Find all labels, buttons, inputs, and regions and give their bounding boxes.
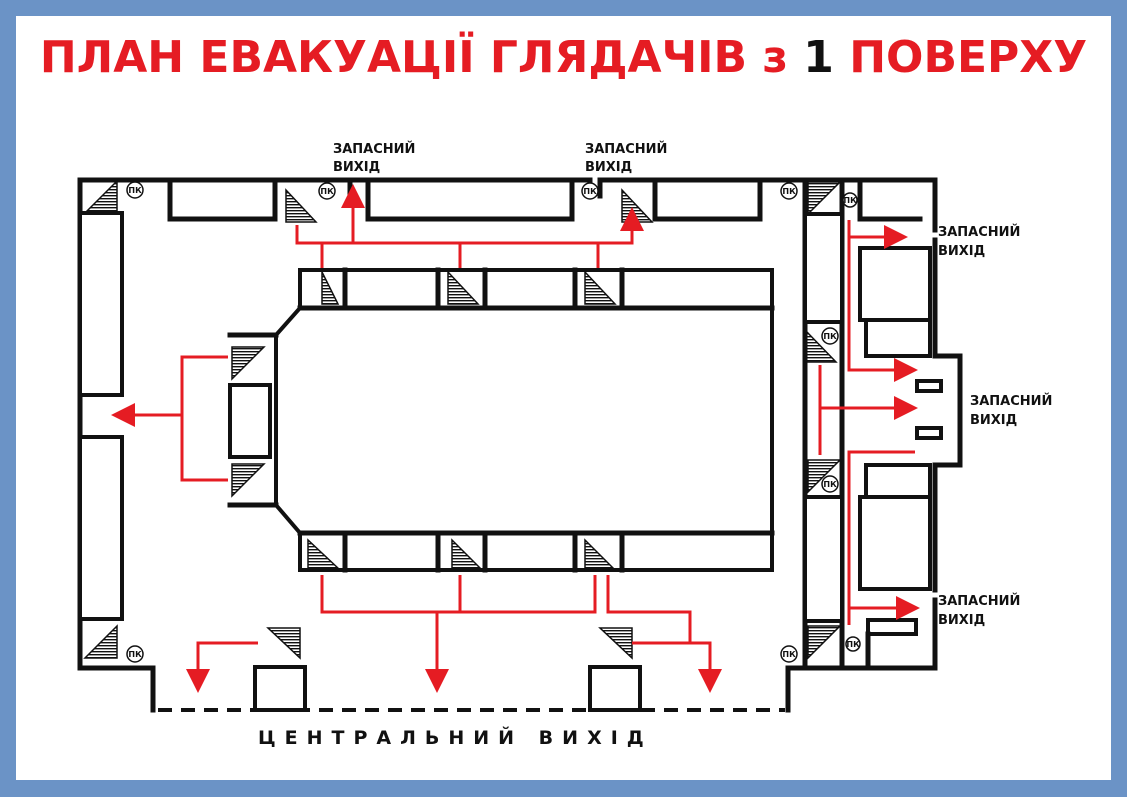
svg-text:ПК: ПК xyxy=(128,186,142,195)
svg-text:ПК: ПК xyxy=(583,187,597,196)
stair xyxy=(807,181,842,216)
exit-label-right-bottom: ЗАПАСНИЙ ВИХІД xyxy=(938,593,1020,628)
stair xyxy=(598,627,633,660)
svg-text:ЗАПАСНИЙ: ЗАПАСНИЙ xyxy=(970,393,1052,409)
stair xyxy=(231,346,266,381)
svg-text:ПК: ПК xyxy=(320,187,334,196)
bottom-left-kiosk xyxy=(253,665,307,712)
svg-text:ПК: ПК xyxy=(823,332,837,341)
hydrant-marker: ПК xyxy=(821,327,839,345)
exit-label-top-left: ЗАПАСНИЙ ВИХІД xyxy=(333,141,415,175)
stair xyxy=(307,538,342,571)
floor-number: 1 xyxy=(803,32,834,83)
svg-text:ЗАПАСНИЙ: ЗАПАСНИЙ xyxy=(938,224,1020,240)
stair xyxy=(804,328,838,363)
stair xyxy=(447,270,480,305)
svg-text:ЗАПАСНИЙ: ЗАПАСНИЙ xyxy=(585,141,667,157)
exit-door-block-top xyxy=(915,379,943,393)
hydrant-marker: ПК xyxy=(842,192,858,208)
stair xyxy=(584,270,617,305)
hydrant-marker: ПК xyxy=(780,645,798,663)
hydrant-marker: ПК xyxy=(126,181,144,199)
fire-hydrant-markers: ПК ПК ПК ПК ПК ПК ПК ПК ПК ПК xyxy=(126,181,861,663)
top-left-room xyxy=(167,177,278,222)
stair xyxy=(321,271,340,305)
hydrant-marker: ПК xyxy=(581,182,599,200)
exit-label-right-top: ЗАПАСНИЙ ВИХІД xyxy=(938,224,1020,259)
stair xyxy=(285,188,318,223)
title-text: ПЛАН ЕВАКУАЦІЇ ГЛЯДАЧІВ з xyxy=(39,32,788,83)
top-middle-room xyxy=(365,177,575,222)
hydrant-marker: ПК xyxy=(780,182,798,200)
central-exit-label: ЦЕНТРАЛЬНИЙ ВИХІД xyxy=(258,726,653,749)
right-wing xyxy=(802,177,962,671)
svg-text:ВИХІД: ВИХІД xyxy=(333,160,380,175)
svg-text:ВИХІД: ВИХІД xyxy=(585,160,632,175)
svg-text:ЗАПАСНИЙ: ЗАПАСНИЙ xyxy=(938,593,1020,609)
stair xyxy=(83,624,118,659)
exit-door-block-bottom xyxy=(915,426,943,440)
evacuation-routes xyxy=(111,184,920,693)
stair xyxy=(231,463,266,498)
stair xyxy=(451,538,484,571)
stair xyxy=(807,625,842,660)
svg-text:ПК: ПК xyxy=(782,187,796,196)
svg-text:ПК: ПК xyxy=(843,196,857,205)
hydrant-marker: ПК xyxy=(318,182,336,200)
hydrant-marker: ПК xyxy=(845,636,861,652)
svg-text:ПК: ПК xyxy=(128,650,142,659)
stairs-group xyxy=(83,179,842,660)
stair xyxy=(621,188,654,223)
exit-label-right-middle: ЗАПАСНИЙ ВИХІД xyxy=(970,393,1052,428)
svg-text:ВИХІД: ВИХІД xyxy=(970,413,1017,428)
left-upper-room xyxy=(78,211,124,397)
stair xyxy=(266,627,301,660)
page-title: ПЛАН ЕВАКУАЦІЇ ГЛЯДАЧІВ з 1 ПОВЕРХУ xyxy=(0,36,1127,80)
svg-text:ПК: ПК xyxy=(782,650,796,659)
svg-text:ПК: ПК xyxy=(823,480,837,489)
central-hall xyxy=(227,267,775,573)
left-lower-room xyxy=(78,435,124,621)
stair xyxy=(584,538,617,571)
hydrant-marker: ПК xyxy=(821,475,839,493)
exit-label-top-right: ЗАПАСНИЙ ВИХІД xyxy=(585,141,667,175)
svg-text:ВИХІД: ВИХІД xyxy=(938,244,985,259)
title-text-end: ПОВЕРХУ xyxy=(849,32,1088,83)
svg-text:ЗАПАСНИЙ: ЗАПАСНИЙ xyxy=(333,141,415,157)
stair xyxy=(807,459,842,494)
svg-text:ВИХІД: ВИХІД xyxy=(938,613,985,628)
stair xyxy=(83,179,118,214)
svg-text:ПК: ПК xyxy=(846,640,860,649)
bottom-right-kiosk xyxy=(588,665,642,712)
top-right-room xyxy=(652,177,763,222)
hydrant-marker: ПК xyxy=(126,645,144,663)
